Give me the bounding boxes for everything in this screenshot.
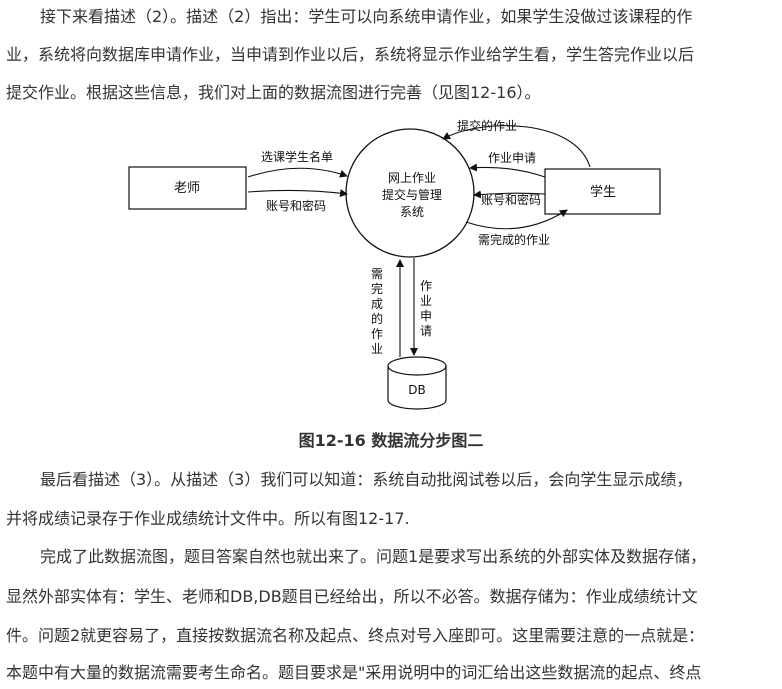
teacher-entity [128, 166, 247, 210]
student-entity [544, 168, 661, 215]
figure-caption: 图12-16 数据流分步图二 [298, 431, 484, 450]
db-label: DB [408, 383, 425, 397]
flow-homework-request-label: 作业申请 [488, 151, 536, 165]
paragraph-3-line-4: 本题中有大量的数据流需要考生命名。题目要求是"采用说明中的词汇给出这些数据流的起… [6, 663, 702, 682]
flow-homework-request-arrow [469, 163, 546, 178]
data-flow-diagram: 老师 学生 网上作业 提交与管理 系统 选课学生名单 账号和密码 提交的作业 作… [128, 118, 661, 410]
flow-homework-to-do-arrow [465, 209, 568, 230]
flow-course-list-arrow [247, 167, 348, 178]
paragraph-2-line-1: 最后看描述（3）。从描述（3）我们可以知道：系统自动批阅试卷以后，会向学生显示成… [40, 470, 693, 489]
paragraph-2-line-2: 并将成绩记录存于作业成绩统计文件中。所以有图12-17. [6, 509, 410, 528]
flow-db-to-system-label-4: 的 [371, 311, 383, 326]
flow-submitted-homework-label: 提交的作业 [457, 118, 517, 133]
process-label-line-3: 系统 [400, 205, 424, 219]
flow-submitted-homework-arrow [442, 125, 591, 168]
paragraph-1-line-3: 提交作业。根据这些信息，我们对上面的数据流图进行完善（见图12-16）。 [6, 83, 541, 102]
process-label-line-1: 网上作业 [388, 171, 436, 185]
db-store [387, 366, 447, 410]
paragraph-1-line-2: 业，系统将向数据库申请作业，当申请到作业以后，系统将显示作业给学生看，学生答完作… [6, 45, 695, 64]
teacher-label: 老师 [174, 181, 200, 196]
flow-teacher-account-label: 账号和密码 [266, 198, 326, 213]
flow-db-to-system-label-6: 业 [371, 342, 383, 356]
flow-db-to-system-label-5: 作 [371, 327, 383, 341]
flow-system-to-db-label-4: 请 [420, 324, 432, 338]
flow-db-to-system-label-1: 需 [371, 267, 383, 281]
flow-system-to-db-label-2: 业 [420, 294, 432, 308]
flow-db-to-system-label-3: 成 [371, 297, 383, 311]
flow-homework-to-do-label: 需完成的作业 [478, 232, 550, 247]
flow-teacher-account-arrow [247, 189, 348, 198]
paragraph-3-line-1: 完成了此数据流图，题目答案自然也就出来了。问题1是要求写出系统的外部实体及数据存… [40, 547, 707, 566]
student-label: 学生 [590, 184, 616, 200]
flow-course-list-label: 选课学生名单 [261, 149, 333, 164]
db-store-top [387, 356, 447, 376]
flow-db-to-system-label-2: 完 [371, 281, 383, 296]
flow-student-account-label: 账号和密码 [481, 192, 541, 207]
flow-system-to-db-label-1: 作 [420, 279, 432, 293]
process-label-line-2: 提交与管理 [382, 187, 442, 202]
flow-student-account-arrow [473, 190, 546, 199]
paragraph-3-line-3: 件。问题2就更容易了，直接按数据流名称及起点、终点对号入座即可。这里需要注意的一… [6, 626, 705, 645]
paragraph-3-line-2: 显然外部实体有：学生、老师和DB,DB题目已经给出，所以不必答。数据存储为：作业… [6, 587, 698, 606]
flow-system-to-db-label-3: 申 [420, 309, 432, 323]
paragraph-1-line-1: 接下来看描述（2）。描述（2）指出：学生可以向系统申请作业，如果学生没做过该课程… [40, 7, 693, 26]
